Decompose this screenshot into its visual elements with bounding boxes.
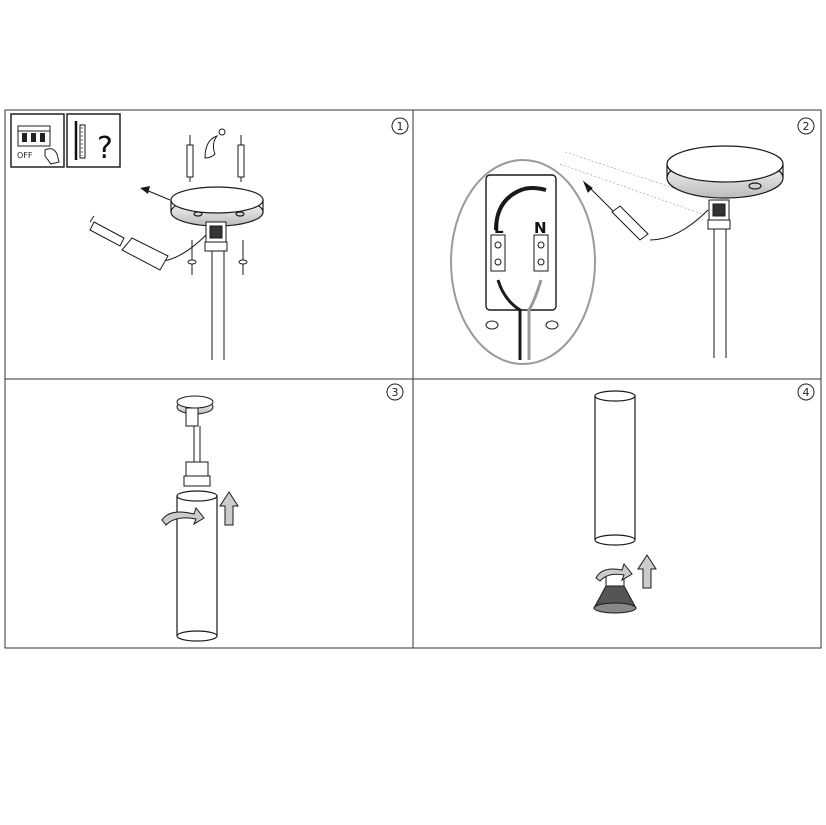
up-arrow-icon <box>219 491 239 526</box>
pendant-rod <box>211 251 225 360</box>
panel-4: 4 <box>593 383 815 614</box>
rotate-arrow-icon <box>161 506 205 526</box>
tools-query-icon: ? <box>66 113 121 168</box>
ceiling-canopy-3 <box>176 395 214 462</box>
terminal-block <box>204 221 228 252</box>
svg-text:1: 1 <box>397 120 404 133</box>
panel-number-2: 2 <box>797 117 815 135</box>
lamp-tube-4 <box>594 390 636 546</box>
neutral-terminal-label: N <box>534 219 547 237</box>
driver-with-cable <box>89 215 207 271</box>
direction-arrow <box>140 186 171 201</box>
svg-text:4: 4 <box>803 386 810 399</box>
live-terminal-label: L <box>494 219 504 237</box>
svg-text:OFF: OFF <box>17 151 33 160</box>
pendant-rod-2 <box>649 199 731 358</box>
screwdriver-icon <box>582 180 649 241</box>
screws-lower <box>187 240 248 275</box>
up-arrow-icon-4 <box>637 554 657 589</box>
panel-1: 1 OFF ? <box>10 113 409 360</box>
panel-number-1: 1 <box>391 117 409 135</box>
svg-text:?: ? <box>97 131 113 166</box>
panel-grid <box>4 109 822 649</box>
breaker-off-icon: OFF <box>10 113 65 168</box>
panel-2: 2 L N <box>450 117 815 365</box>
rotate-arrow-icon-4 <box>595 562 633 582</box>
gu10-bulb-icon <box>593 571 637 614</box>
cable-gland <box>183 461 211 487</box>
panel-number-4: 4 <box>797 383 815 401</box>
terminal-detail-magnifier <box>450 159 596 365</box>
panel-number-3: 3 <box>386 383 404 401</box>
svg-text:3: 3 <box>392 386 399 399</box>
ceiling-canopy-2 <box>666 145 784 199</box>
panel-3: 3 <box>161 383 404 642</box>
ceiling-canopy <box>170 186 264 227</box>
magnifier-guides <box>559 151 711 216</box>
wall-plugs <box>186 128 245 182</box>
svg-text:2: 2 <box>803 120 810 133</box>
